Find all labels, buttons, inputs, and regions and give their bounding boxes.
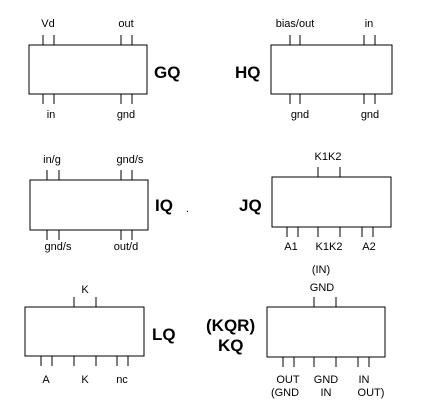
pin-label-top: gnd/s <box>117 154 144 166</box>
package-name: JQ <box>239 196 262 215</box>
package-lq-body <box>24 306 145 357</box>
pin-label-bottom: A2 <box>362 241 375 253</box>
package-iq-body <box>29 179 149 231</box>
pin-label-bottom-alt: IN <box>321 387 332 399</box>
pin-label-bottom: IN <box>359 374 370 386</box>
pin-label-top: bias/out <box>276 18 315 30</box>
package-name: IQ <box>155 196 173 215</box>
package-hq: bias/out in gnd gnd HQ <box>235 18 393 121</box>
pin-label-top: K <box>81 284 89 296</box>
package-kq-body <box>266 306 386 358</box>
stray-dot: . <box>186 203 189 215</box>
pin-label-bottom: K1K2 <box>316 241 343 253</box>
pin-label-bottom-alt: OUT) <box>358 387 385 399</box>
package-gq: Vd out in gnd GQ <box>28 18 180 121</box>
package-iq: in/g gnd/s gnd/s out/d IQ <box>29 154 173 253</box>
pin-label-top: in <box>365 18 374 30</box>
pin-label-bottom: gnd <box>291 109 309 121</box>
package-name: GQ <box>154 63 180 82</box>
pin-label-bottom: OUT <box>276 374 300 386</box>
package-hq-body <box>270 44 393 95</box>
pin-label-bottom: A <box>42 374 50 386</box>
pin-label-bottom: GND <box>314 374 339 386</box>
package-name: LQ <box>152 325 176 344</box>
package-jq: K1K2 A1 K1K2 A2 JQ <box>239 151 392 253</box>
pin-label-top: GND <box>310 282 335 294</box>
pin-label-top: K1K2 <box>315 151 342 163</box>
pin-label-bottom: gnd <box>361 109 379 121</box>
package-name: KQ <box>218 336 244 355</box>
pin-label-top: in/g <box>43 154 61 166</box>
pin-label-bottom: K <box>81 374 89 386</box>
package-kq: (IN) GND OUT GND IN (GND IN OUT) (KQR) K… <box>206 264 386 399</box>
pin-label-top: Vd <box>41 18 54 30</box>
package-jq-body <box>271 176 392 228</box>
pin-label-top: out <box>118 18 133 30</box>
pin-label-bottom: A1 <box>284 241 297 253</box>
pin-label-bottom: gnd <box>117 109 135 121</box>
pin-label-bottom: gnd/s <box>45 241 72 253</box>
pin-label-bottom: in <box>47 109 56 121</box>
pin-label-bottom-alt: (GND <box>271 387 299 399</box>
package-lq: K A K nc LQ <box>24 284 176 386</box>
pin-label-top-alt: (IN) <box>312 264 330 276</box>
package-gq-body <box>28 44 148 95</box>
pin-label-bottom: out/d <box>114 241 138 253</box>
package-name: HQ <box>235 63 261 82</box>
package-alt-name: (KQR) <box>206 316 255 335</box>
pin-label-bottom: nc <box>116 374 128 386</box>
